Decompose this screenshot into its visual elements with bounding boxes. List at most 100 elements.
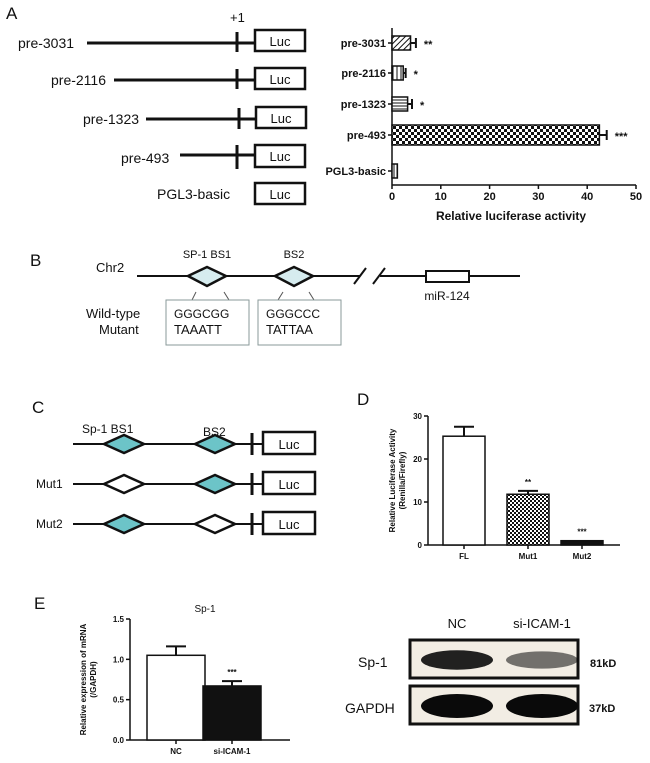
construct-label: Mut2 xyxy=(36,517,63,531)
binding-site-1-diamond xyxy=(100,513,148,535)
bar xyxy=(202,685,262,741)
callout-line xyxy=(308,291,315,301)
category-label: Mut2 xyxy=(573,552,592,561)
mir124-gene-box xyxy=(425,270,470,283)
panel-label-c: C xyxy=(32,398,44,417)
category-label: pre-2116 xyxy=(341,68,386,80)
construct-label: pre-2116 xyxy=(51,72,106,88)
luc-label: Luc xyxy=(270,149,291,164)
tss-label: +1 xyxy=(230,10,245,25)
luc-label: Luc xyxy=(271,111,292,126)
significance-label: ** xyxy=(525,478,532,487)
panel-b-diagram: B Chr2 SP-1 BS1 BS2 miR-124 Wild-type Mu… xyxy=(30,249,520,346)
x-tick-label: 0 xyxy=(389,191,395,203)
binding-site-1-diamond xyxy=(185,265,229,288)
luc-box xyxy=(253,143,307,169)
blot-row xyxy=(408,684,580,726)
site1-label: Sp-1 BS1 xyxy=(82,422,134,436)
significance-label: *** xyxy=(577,528,587,537)
significance-label: * xyxy=(420,100,425,112)
panel-a-diagram: A +1 pre-3031 Luc pre-2116 Luc pre-1323 … xyxy=(6,4,308,206)
bar xyxy=(391,124,601,146)
site1-mutant-sequence: TAAATT xyxy=(174,322,222,337)
site2-mutant-sequence: TATTAA xyxy=(266,322,313,337)
protein-band xyxy=(421,650,493,670)
category-label: FL xyxy=(459,552,469,561)
site1-label: SP-1 BS1 xyxy=(183,249,231,261)
construct-label: PGL3-basic xyxy=(157,186,230,202)
significance-label: ** xyxy=(424,39,433,51)
y-tick-label: 1.5 xyxy=(113,615,125,624)
site2-wild-sequence: GGGCCC xyxy=(266,307,320,321)
bar xyxy=(560,539,604,546)
binding-site-2-diamond xyxy=(191,513,239,535)
luc-box xyxy=(261,510,317,536)
significance-label: *** xyxy=(615,131,629,143)
construct-label: Mut1 xyxy=(36,477,63,491)
construct-label: pre-493 xyxy=(121,150,169,166)
bar xyxy=(442,435,486,546)
binding-site-2-diamond xyxy=(191,433,239,455)
y-tick-label: 30 xyxy=(413,412,422,421)
luc-box xyxy=(253,28,307,53)
x-tick-label: 10 xyxy=(435,191,447,203)
binding-site-1-diamond xyxy=(100,473,148,495)
category-label: pre-1323 xyxy=(341,99,386,111)
luc-box xyxy=(253,66,307,91)
y-tick-label: 0 xyxy=(418,541,423,550)
x-tick-label: 20 xyxy=(483,191,495,203)
wild-type-label: Wild-type xyxy=(86,306,140,321)
y-tick-label: 1.0 xyxy=(113,655,125,664)
binding-site-2-diamond xyxy=(272,265,316,288)
construct-row: Mut1 Luc xyxy=(36,470,317,496)
lane-label: si-ICAM-1 xyxy=(513,616,571,631)
western-blot: NC si-ICAM-1 Sp-1 GAPDH 81kD 37kD xyxy=(345,616,616,726)
construct-row: Luc xyxy=(73,430,317,456)
lane-label: NC xyxy=(448,616,467,631)
site1-sequence-box xyxy=(165,299,250,346)
mutant-label: Mutant xyxy=(99,322,139,337)
protein-band xyxy=(421,694,493,718)
size-label: 81kD xyxy=(590,658,616,670)
category-label: pre-3031 xyxy=(341,38,386,50)
gene-label: miR-124 xyxy=(424,289,470,303)
x-tick-label: 30 xyxy=(532,191,544,203)
category-label: Mut1 xyxy=(519,552,538,561)
luc-label: Luc xyxy=(279,477,300,492)
bar xyxy=(391,96,409,112)
x-tick-label: 40 xyxy=(581,191,593,203)
protein-band xyxy=(506,651,578,669)
break-mark xyxy=(353,267,367,285)
significance-label: *** xyxy=(227,668,237,677)
callout-line xyxy=(223,291,230,301)
luc-box xyxy=(253,181,307,206)
y-axis-label: (Renilla/Firefly) xyxy=(398,451,407,509)
category-label: PGL3-basic xyxy=(325,166,386,178)
category-label: si-ICAM-1 xyxy=(214,747,251,756)
bar xyxy=(391,163,399,179)
protein-band xyxy=(506,694,578,718)
y-axis-label: Relative expression of mRNA xyxy=(79,623,88,735)
site1-wild-sequence: GGGCGG xyxy=(174,307,229,321)
luc-box xyxy=(261,430,317,456)
x-tick-label: 50 xyxy=(630,191,642,203)
panel-label-a: A xyxy=(6,4,18,23)
panel-label-d: D xyxy=(357,390,369,409)
callout-line xyxy=(277,291,284,301)
binding-site-1-diamond xyxy=(100,433,148,455)
luc-label: Luc xyxy=(279,517,300,532)
luc-label: Luc xyxy=(270,34,291,49)
site2-label: BS2 xyxy=(284,249,305,261)
construct-row: pre-2116 Luc xyxy=(51,66,307,91)
site2-label: BS2 xyxy=(203,425,226,439)
category-label: pre-493 xyxy=(347,130,386,142)
size-label: 37kD xyxy=(589,703,615,715)
callout-line xyxy=(191,291,197,301)
chromosome-label: Chr2 xyxy=(96,260,124,275)
protein-label: Sp-1 xyxy=(358,654,388,670)
